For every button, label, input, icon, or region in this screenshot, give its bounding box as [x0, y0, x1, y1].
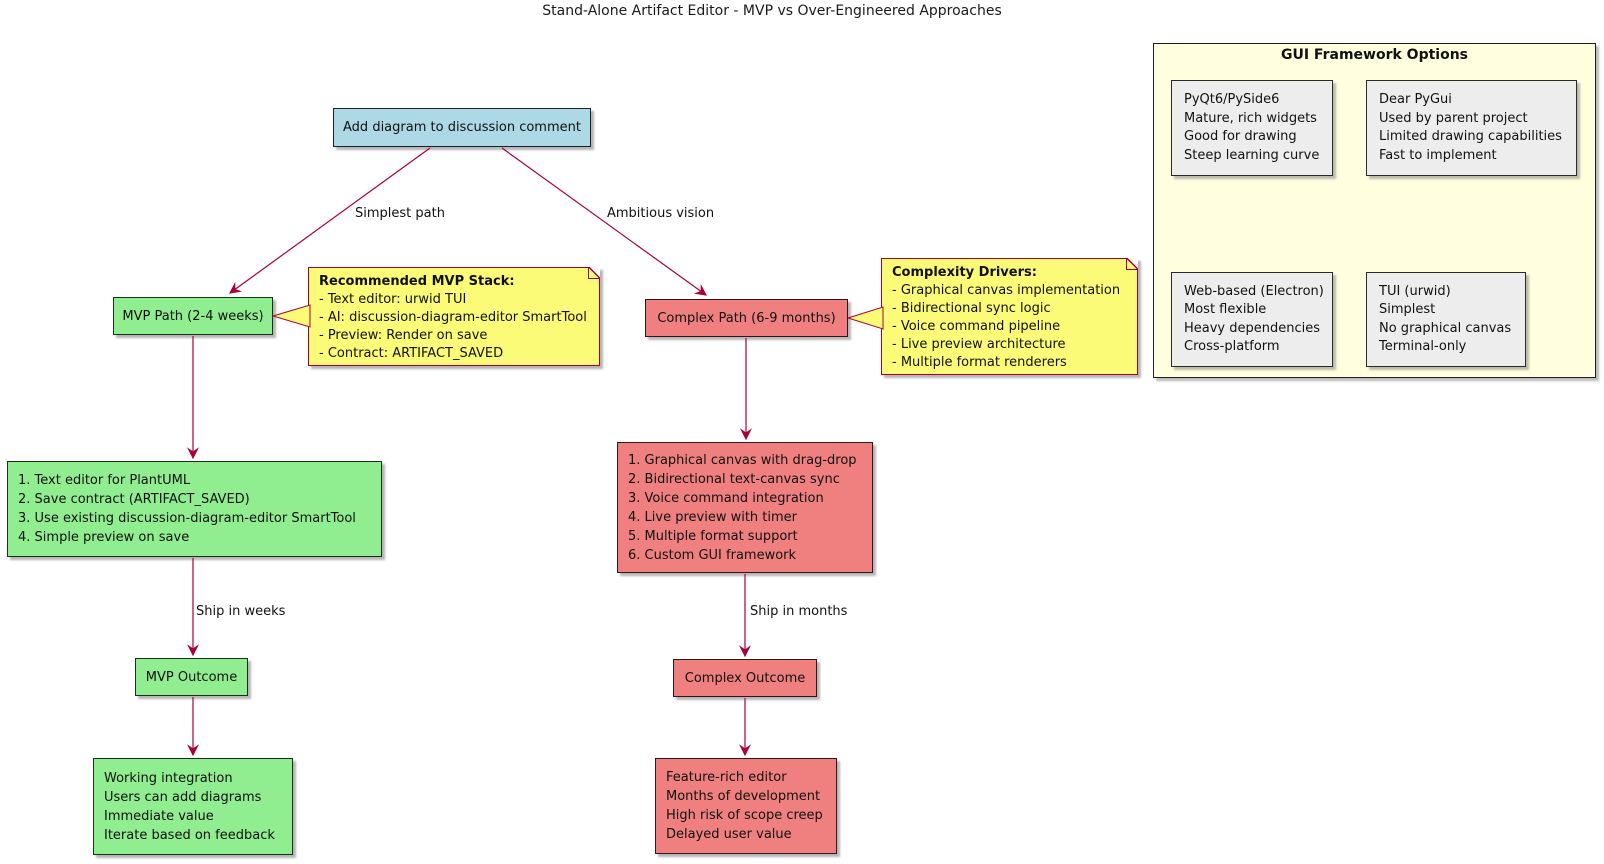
edge-label-ambitious-vision: Ambitious vision — [607, 206, 715, 221]
note-line: - Preview: Render on save — [319, 328, 488, 343]
option-line: Most flexible — [1184, 302, 1267, 317]
option-line: Good for drawing — [1184, 129, 1297, 144]
note-line: - Text editor: urwid TUI — [319, 292, 467, 307]
node-mvp-steps: 1. Text editor for PlantUML 2. Save cont… — [7, 461, 382, 557]
option-line: Heavy dependencies — [1184, 320, 1321, 336]
list-item: 2. Bidirectional text-canvas sync — [628, 471, 840, 487]
node-complex-outcome: Complex Outcome — [673, 659, 817, 697]
option-line: TUI (urwid) — [1379, 283, 1451, 299]
note-line: - Graphical canvas implementation — [892, 283, 1121, 298]
note-complexity-title: Complexity Drivers: — [892, 265, 1037, 280]
option-line: Used by parent project — [1379, 110, 1528, 126]
list-item: Months of development — [666, 789, 821, 804]
note-mvp-stack: Recommended MVP Stack: - Text editor: ur… — [308, 267, 600, 366]
note-fold-icon — [1126, 258, 1138, 270]
list-item: 3. Use existing discussion-diagram-edito… — [18, 511, 356, 526]
option-line: Web-based (Electron) — [1184, 283, 1324, 299]
note-mvp-stack-title: Recommended MVP Stack: — [319, 274, 515, 289]
list-item: 1. Text editor for PlantUML — [18, 473, 191, 488]
option-line: Steep learning curve — [1184, 147, 1320, 163]
node-complex-result: Feature-rich editor Months of developmen… — [655, 758, 837, 854]
diagram-title: Stand-Alone Artifact Editor - MVP vs Ove… — [542, 3, 1002, 19]
list-item: 2. Save contract (ARTIFACT_SAVED) — [18, 492, 250, 507]
list-item: Users can add diagrams — [104, 789, 262, 805]
list-item: 3. Voice command integration — [628, 490, 824, 506]
list-item: Delayed user value — [666, 827, 792, 842]
node-mvp-outcome: MVP Outcome — [135, 658, 248, 696]
note-line: - Contract: ARTIFACT_SAVED — [319, 346, 504, 361]
option-line: Limited drawing capabilities — [1379, 129, 1562, 144]
option-web-electron: Web-based (Electron) Most flexible Heavy… — [1171, 272, 1333, 367]
option-line: PyQt6/PySide6 — [1184, 92, 1280, 107]
list-item: Iterate based on feedback — [104, 827, 275, 843]
option-dear-pygui: Dear PyGui Used by parent project Limite… — [1366, 80, 1577, 176]
note-complexity: Complexity Drivers: - Graphical canvas i… — [881, 258, 1138, 375]
option-pyqt6: PyQt6/PySide6 Mature, rich widgets Good … — [1171, 80, 1333, 176]
edge-label-ship-months: Ship in months — [750, 604, 848, 619]
list-item: 1. Graphical canvas with drag-drop — [628, 452, 857, 468]
note-line: - AI: discussion-diagram-editor SmartToo… — [319, 310, 587, 325]
node-complex-path: Complex Path (6-9 months) — [645, 299, 848, 337]
list-item: High risk of scope creep — [666, 808, 823, 823]
package-title: GUI Framework Options — [1280, 47, 1469, 63]
note-line: - Voice command pipeline — [892, 319, 1061, 334]
list-item: 4. Simple preview on save — [18, 530, 190, 545]
option-line: No graphical canvas — [1379, 320, 1512, 336]
option-tui-urwid: TUI (urwid) Simplest No graphical canvas… — [1366, 272, 1526, 367]
node-mvp-result: Working integration Users can add diagra… — [93, 758, 293, 855]
list-item: 6. Custom GUI framework — [628, 547, 797, 563]
list-item: 5. Multiple format support — [628, 528, 798, 544]
list-item: Immediate value — [104, 808, 214, 824]
list-item: Feature-rich editor — [666, 770, 787, 785]
list-item: 4. Live preview with timer — [628, 509, 798, 525]
note-connector-mvp — [271, 304, 311, 328]
option-line: Fast to implement — [1379, 147, 1497, 163]
node-complex-steps: 1. Graphical canvas with drag-drop 2. Bi… — [617, 442, 873, 573]
option-line: Cross-platform — [1184, 339, 1280, 354]
node-start: Add diagram to discussion comment — [333, 108, 591, 147]
option-line: Dear PyGui — [1379, 92, 1452, 107]
option-line: Simplest — [1379, 302, 1436, 317]
edge-label-simplest-path: Simplest path — [355, 206, 445, 221]
option-line: Terminal-only — [1379, 339, 1467, 354]
note-connector-complexity — [846, 306, 884, 330]
option-line: Mature, rich widgets — [1184, 110, 1317, 126]
edge-label-ship-weeks: Ship in weeks — [196, 604, 286, 619]
note-line: - Multiple format renderers — [892, 355, 1067, 370]
list-item: Working integration — [104, 770, 233, 786]
node-mvp-path: MVP Path (2-4 weeks) — [113, 297, 273, 335]
note-line: - Live preview architecture — [892, 337, 1066, 352]
note-line: - Bidirectional sync logic — [892, 301, 1051, 316]
note-fold-icon — [588, 267, 600, 279]
